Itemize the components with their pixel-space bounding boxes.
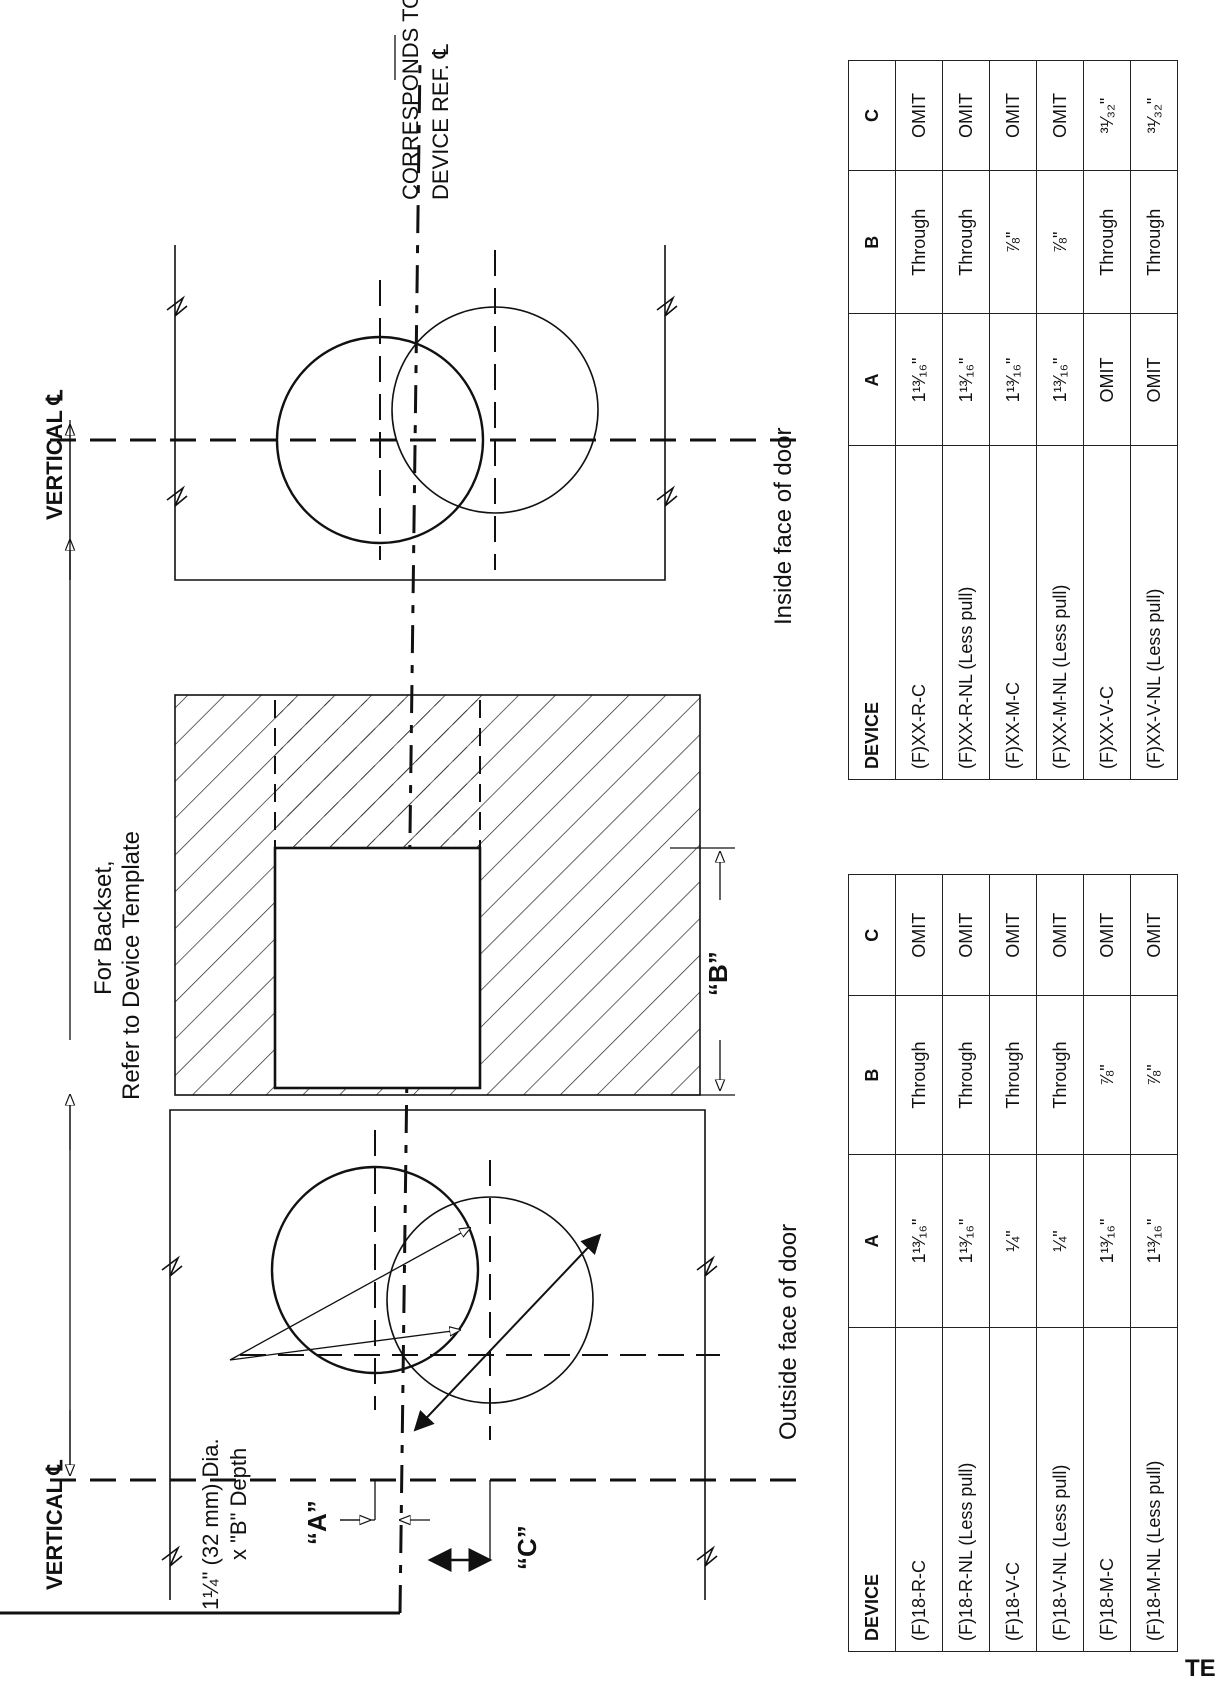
table-cell: 1¹³⁄₁₆" [989,313,1037,446]
table-cell: Through [942,170,990,314]
table-cell: Through [1130,170,1178,314]
table-cell: Through [895,170,943,314]
table-cell: (F)XX-M-C [989,445,1037,780]
table-cell: ⅞" [1036,170,1084,314]
backset-label-line2: Refer to Device Template [118,830,145,1100]
dim-b-label: “B” [703,947,734,1000]
table-cell: (F)18-R-C [895,1327,943,1652]
table-header-cell: C [848,874,896,996]
dim-a-label: “A” [302,1500,332,1545]
table-cell: (F)18-R-NL (Less pull) [942,1327,990,1652]
table-cell: 1¹³⁄₁₆" [895,1154,943,1328]
inside-face-label: Inside face of door [770,427,797,625]
table-cell: Through [895,996,943,1155]
table-header-cell: DEVICE [848,445,896,780]
outside-door-outline [169,1109,706,1490]
table-cell: 1¹³⁄₁₆" [942,1154,990,1328]
corresponds-label-line2: DEVICE REF. ℄ [428,44,453,200]
table-cell: (F)XX-M-NL (Less pull) [1036,445,1084,780]
hole-callout-line2: x "B" Depth [226,1447,251,1560]
table-cell: 1¹³⁄₁₆" [1083,1154,1131,1328]
table-cell: Through [1083,170,1131,314]
table-header-cell: B [848,996,896,1155]
table-cell: (F)XX-R-NL (Less pull) [942,445,990,780]
table-cell: OMIT [989,60,1037,171]
table-cell: ⅞" [1083,996,1131,1155]
table-cell: 1¹³⁄₁₆" [895,313,943,446]
corner-text: TE [1185,1655,1216,1682]
table-cell: OMIT [942,874,990,996]
table-cell: ⅞" [989,170,1037,314]
backset-label-line1: For Backset, [90,860,117,995]
table-cell: 1¹³⁄₁₆" [942,313,990,446]
table-header-cell: A [848,313,896,446]
table-cell: ¼" [1036,1154,1084,1328]
table-cell: 1¹³⁄₁₆" [1130,1154,1178,1328]
table-cell: (F)18-V-C [989,1327,1037,1652]
table-row: (F)XX-M-NL (Less pull)1¹³⁄₁₆"⅞"OMIT [1036,60,1084,780]
device-ref-dashed-line [398,57,422,1614]
table-cell: (F)XX-V-NL (Less pull) [1130,445,1178,780]
vertical-cl-left-label: VERTICAL ℄ [42,1460,67,1590]
table-cell: 1¹³⁄₁₆" [1036,313,1084,446]
table-header-cell: A [848,1154,896,1328]
table-header-cell: B [848,170,896,314]
table-cell: OMIT [1083,313,1131,446]
table-cell: OMIT [1130,313,1178,446]
hole-callout-line1: 1¼" (32 mm) Dia. [198,1438,223,1610]
table-cell: ³¹⁄₃₂" [1130,60,1178,171]
table-cell: ¼" [989,1154,1037,1328]
table-header-cell: DEVICE [848,1327,896,1652]
outside-face-label: Outside face of door [775,1223,802,1440]
table-row: (F)18-M-NL (Less pull)1¹³⁄₁₆"⅞"OMIT [1130,874,1178,1652]
table-cell: OMIT [1130,874,1178,996]
table-cell: (F)XX-V-C [1083,445,1131,780]
table-cell: OMIT [1083,874,1131,996]
table-cell: Through [1036,996,1084,1155]
table-cell: OMIT [895,874,943,996]
table-cell: OMIT [942,60,990,171]
table-cell: OMIT [1036,874,1084,996]
vertical-cl-right-label: VERTICAL ℄ [42,390,67,520]
inside-door-outline [174,245,666,581]
table-cell: (F)18-M-C [1083,1327,1131,1652]
bore-pocket [273,846,482,1090]
table-cell: ⅞" [1130,996,1178,1155]
table-cell: Through [942,996,990,1155]
dim-c-label: “C” [512,1525,542,1570]
table-cell: Through [989,996,1037,1155]
table-cell: OMIT [895,60,943,171]
table-cell: OMIT [989,874,1037,996]
table-cell: ³¹⁄₃₂" [1083,60,1131,171]
table-cell: (F)18-M-NL (Less pull) [1130,1327,1178,1652]
table-cell: OMIT [1036,60,1084,171]
table-header-cell: C [848,60,896,171]
table-cell: (F)18-V-NL (Less pull) [1036,1327,1084,1652]
corresponds-label-line1: CORRESPONDS TO [398,0,423,200]
table-cell: (F)XX-R-C [895,445,943,780]
